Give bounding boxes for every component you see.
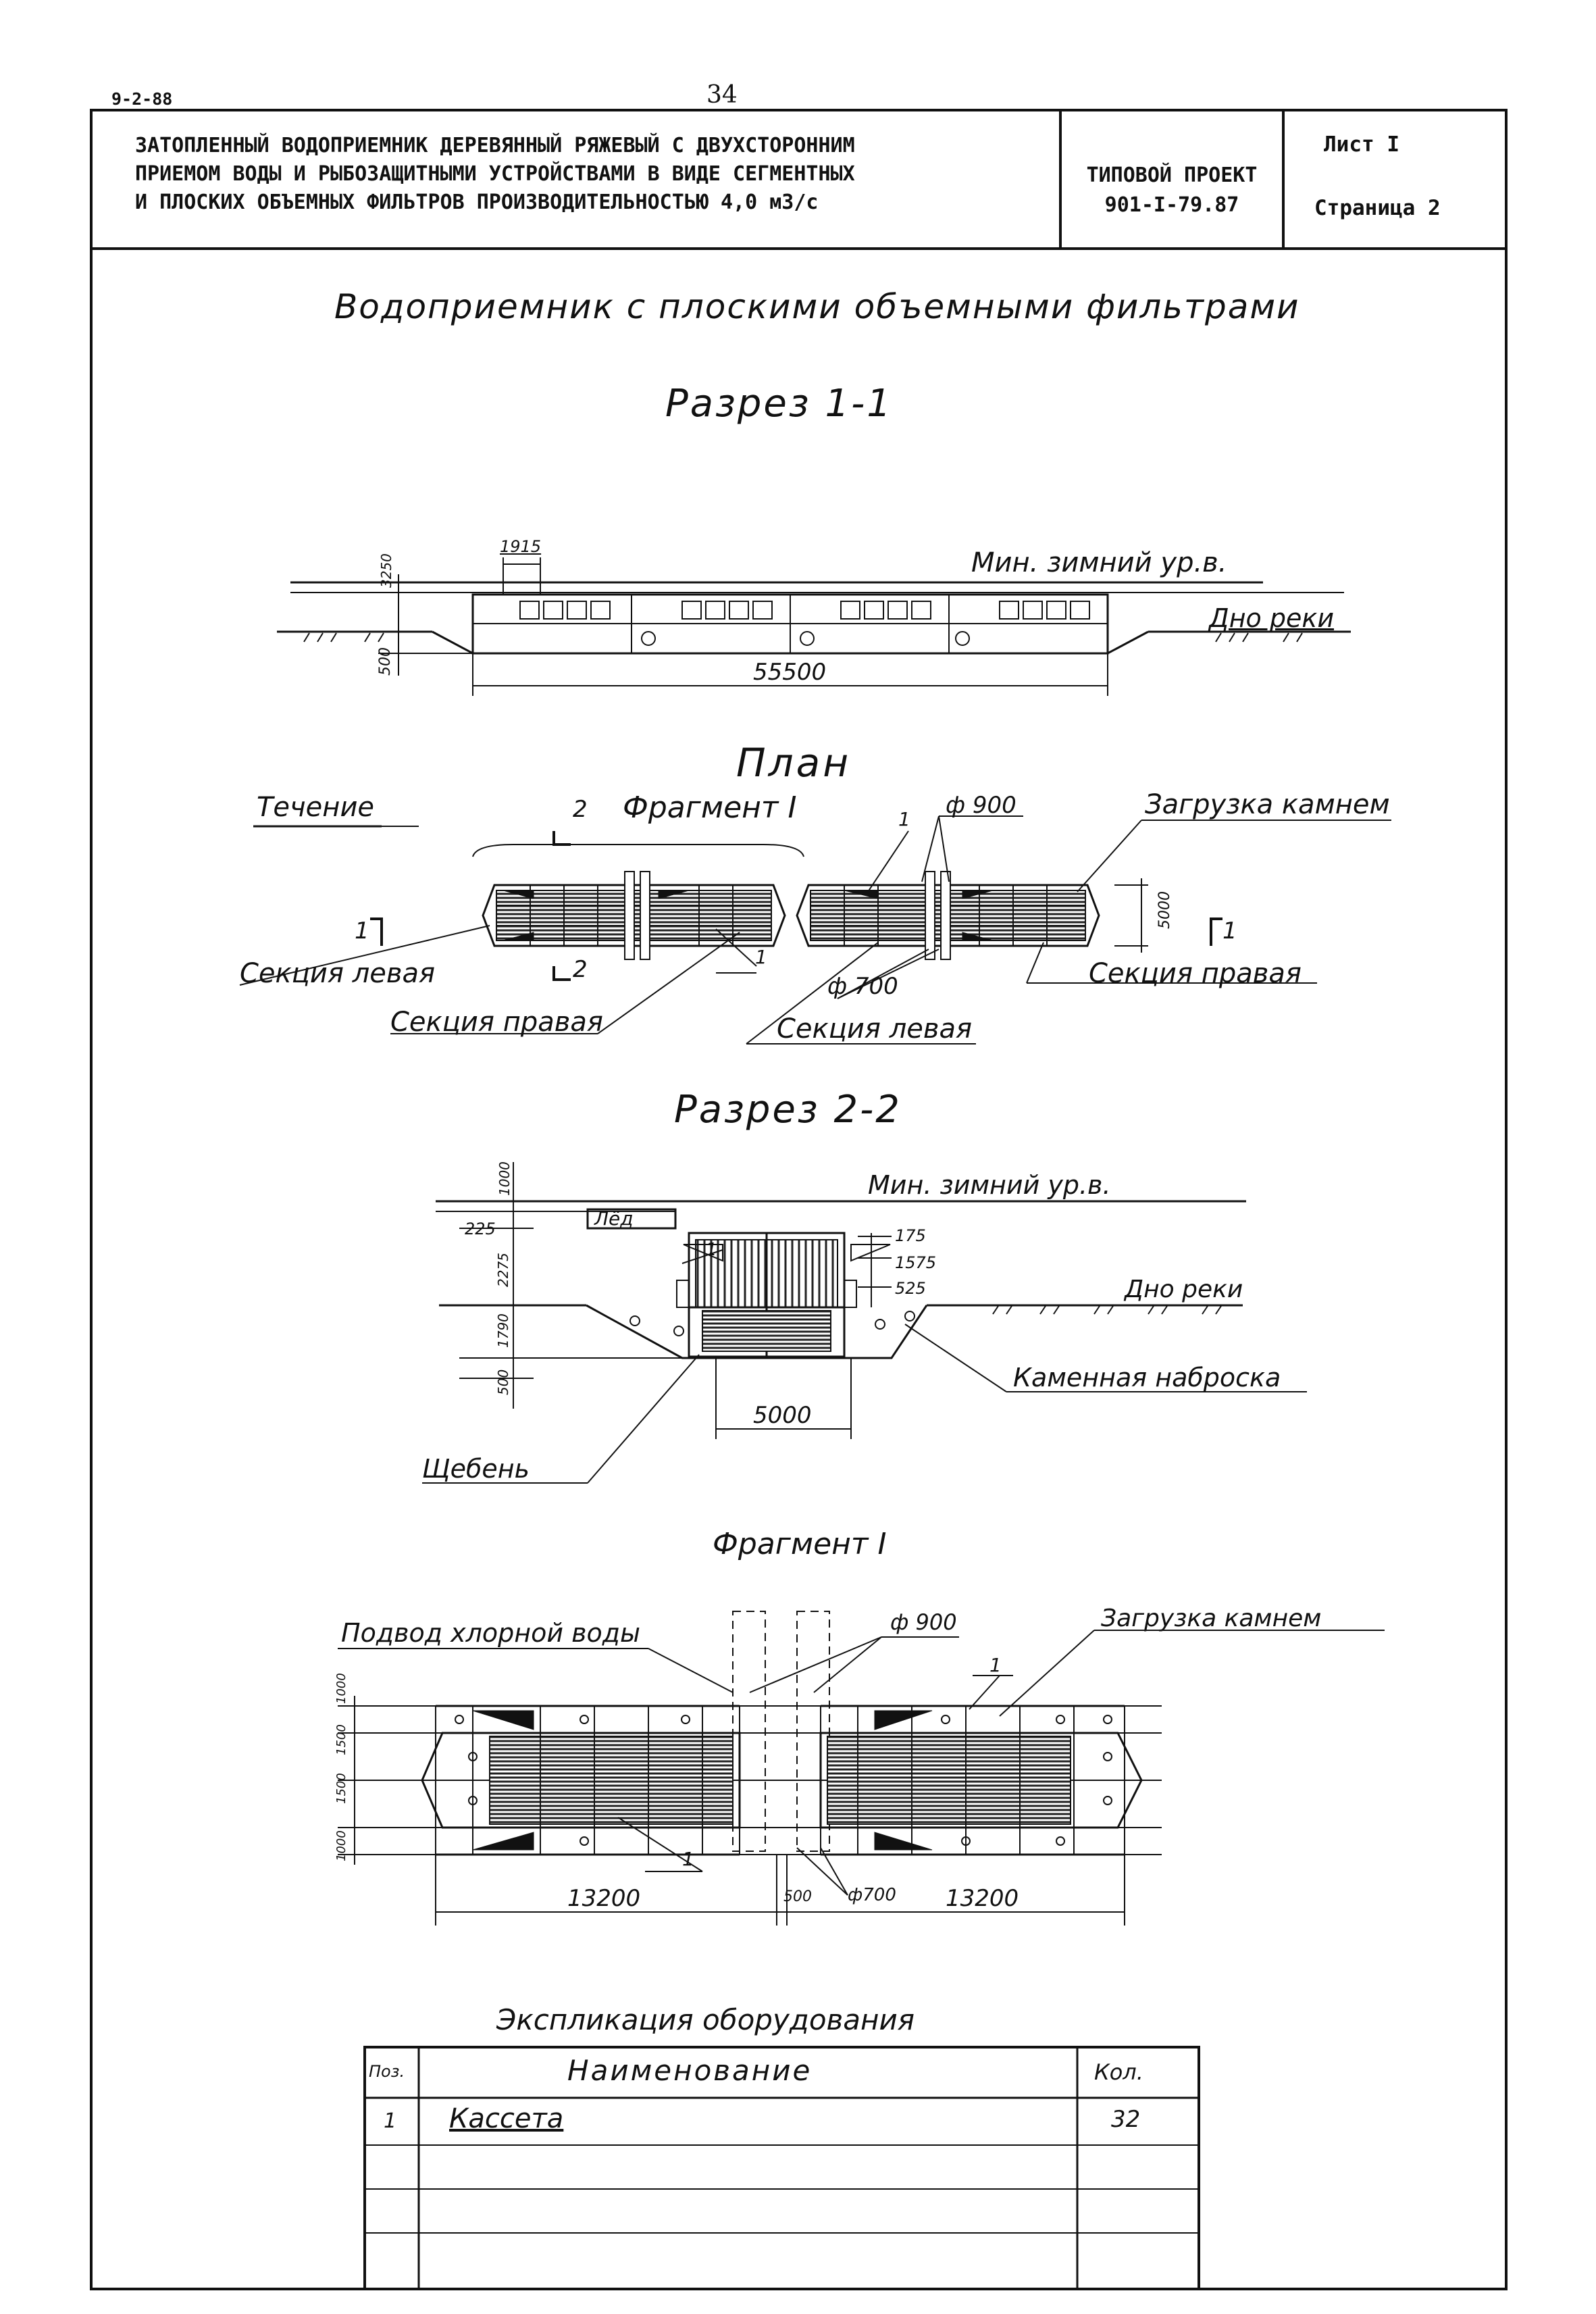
section-2-2 bbox=[422, 1162, 1307, 1484]
dim-175: 175 bbox=[895, 1226, 926, 1245]
title-line-1: ЗАТОПЛЕННЫЙ ВОДОПРИЕМНИК ДЕРЕВЯННЫЙ РЯЖЕ… bbox=[135, 134, 855, 157]
cut-2-bottom-label: 2 bbox=[573, 956, 588, 983]
fragment-pipe-900-label: ф 900 bbox=[890, 1609, 957, 1635]
dim-1575: 1575 bbox=[895, 1253, 937, 1272]
table-header-qty: Кол. bbox=[1094, 2059, 1143, 2085]
main-title: Водоприемник с плоскими объемными фильтр… bbox=[334, 287, 1300, 326]
sheet-number: Лист I bbox=[1324, 132, 1399, 157]
river-bottom-label: Дно реки bbox=[1209, 603, 1335, 633]
plan-pos-1-top: 1 bbox=[898, 808, 910, 830]
dim-55500: 55500 bbox=[753, 659, 827, 686]
dim-v-1000-top: 1000 bbox=[334, 1673, 349, 1704]
dim-1790: 1790 bbox=[495, 1313, 511, 1348]
section-1-1 bbox=[277, 557, 1351, 696]
dim-v-1500-a: 1500 bbox=[334, 1724, 349, 1755]
section-2-2-width: 5000 bbox=[753, 1402, 812, 1429]
section-left-label-b: Секция левая bbox=[777, 1013, 973, 1045]
explication-table bbox=[363, 2046, 1200, 2290]
water-level-label: Мин. зимний ур.в. bbox=[971, 547, 1227, 578]
chlorine-supply-label: Подвод хлорной воды bbox=[341, 1618, 641, 1648]
dim-1915: 1915 bbox=[500, 537, 542, 556]
fragment-label: Фрагмент I bbox=[623, 790, 797, 825]
dim-1000: 1000 bbox=[496, 1161, 513, 1196]
flow-label: Течение bbox=[257, 792, 375, 823]
section-1-1-title: Разрез 1-1 bbox=[665, 382, 893, 426]
page-label: Страница 2 bbox=[1314, 196, 1441, 220]
table-header-pos: Поз. bbox=[369, 2062, 405, 2081]
cut-1-left-label: 1 bbox=[355, 917, 369, 945]
dim-225: 225 bbox=[465, 1219, 496, 1238]
dim-525: 525 bbox=[895, 1279, 926, 1298]
fragment-stone-load-label: Загрузка камнем bbox=[1101, 1605, 1322, 1632]
project-number: 901-I-79.87 bbox=[1104, 193, 1239, 217]
title-line-2: ПРИЕМОМ ВОДЫ И РЫБОЗАЩИТНЫМИ УСТРОЙСТВАМ… bbox=[135, 162, 855, 186]
fragment-pos-1-bottom: 1 bbox=[682, 1848, 694, 1870]
stone-load-label: Загрузка камнем bbox=[1145, 789, 1390, 820]
fragment-left-length: 13200 bbox=[567, 1885, 641, 1912]
section-left-label-a: Секция левая bbox=[240, 958, 436, 989]
fragment-1 bbox=[338, 1611, 1385, 1926]
section-2-2-river-bottom: Дно реки bbox=[1125, 1276, 1243, 1303]
section-2-2-pos-1: 1 bbox=[706, 1240, 717, 1260]
plan-title: План bbox=[736, 740, 852, 786]
dim-500: 500 bbox=[377, 647, 394, 676]
dim-3250: 3250 bbox=[378, 553, 394, 588]
section-right-label-b: Секция правая bbox=[1089, 958, 1302, 989]
section-2-2-title: Разрез 2-2 bbox=[674, 1088, 902, 1132]
pipe-700-label: ф 700 bbox=[827, 973, 898, 1000]
fragment-title: Фрагмент I bbox=[713, 1527, 887, 1561]
project-block: ТИПОВОЙ ПРОЕКТ 901-I-79.87 bbox=[1071, 161, 1273, 220]
plan-view bbox=[239, 815, 1391, 1045]
sheet-frame bbox=[90, 109, 1508, 2290]
fragment-pos-1-top: 1 bbox=[989, 1654, 1002, 1676]
plan-pos-1-bottom: 1 bbox=[755, 946, 767, 968]
section-right-label-a: Секция правая bbox=[390, 1007, 603, 1038]
sheet-code: 9-2-88 bbox=[111, 89, 173, 109]
cut-2-top-label: 2 bbox=[573, 796, 588, 823]
ice-label: Лёд bbox=[594, 1207, 634, 1230]
title-line-3: И ПЛОСКИХ ОБЪЕМНЫХ ФИЛЬТРОВ ПРОИЗВОДИТЕЛ… bbox=[135, 191, 819, 214]
table-header-name: Наименование bbox=[567, 2054, 813, 2087]
page-number: 34 bbox=[706, 81, 738, 109]
section-2-2-water-level: Мин. зимний ур.в. bbox=[868, 1170, 1111, 1200]
fragment-pipe-700-label: ф700 bbox=[848, 1885, 896, 1905]
table-row-1-qty: 32 bbox=[1111, 2106, 1141, 2133]
dim-v-1000-bottom: 1000 bbox=[334, 1830, 349, 1861]
fragment-right-length: 13200 bbox=[946, 1885, 1019, 1912]
fragment-gap: 500 bbox=[783, 1888, 812, 1905]
dim-2275: 2275 bbox=[495, 1253, 511, 1287]
table-row-1-pos: 1 bbox=[384, 2109, 397, 2133]
cut-1-right-label: 1 bbox=[1222, 917, 1237, 945]
explication-title: Экспликация оборудования bbox=[496, 2003, 915, 2036]
project-label: ТИПОВОЙ ПРОЕКТ bbox=[1086, 164, 1258, 187]
document-title: ЗАТОПЛЕННЫЙ ВОДОПРИЕМНИК ДЕРЕВЯННЫЙ РЯЖЕ… bbox=[135, 132, 855, 217]
plan-width-5000: 5000 bbox=[1156, 891, 1173, 929]
dim-500-b: 500 bbox=[495, 1369, 511, 1395]
dim-v-1500-b: 1500 bbox=[334, 1773, 349, 1804]
riprap-label: Каменная наброска bbox=[1013, 1363, 1281, 1392]
gravel-label: Щебень bbox=[422, 1454, 530, 1484]
table-row-1-name: Кассета bbox=[449, 2103, 564, 2134]
pipe-900-label: ф 900 bbox=[946, 792, 1016, 819]
